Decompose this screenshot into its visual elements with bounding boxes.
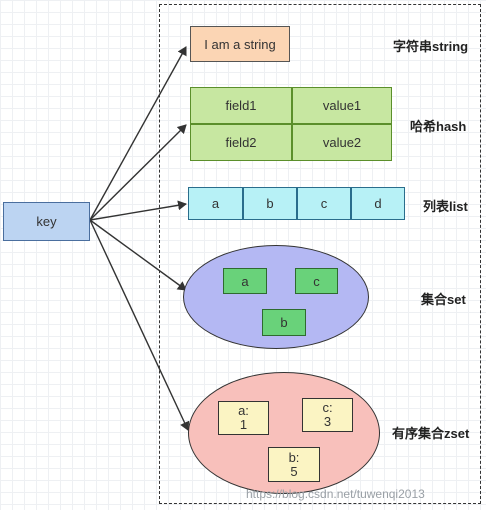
- hash-value-2-text: value2: [322, 135, 362, 150]
- hash-field-2-text: field2: [225, 135, 257, 150]
- hash-value-2: value2: [292, 124, 392, 161]
- key-box: key: [3, 202, 90, 241]
- zset-member-b-name: b:: [288, 449, 300, 465]
- hash-value-1: value1: [292, 87, 392, 124]
- zset-member-b: b: 5: [268, 447, 320, 482]
- string-type-label: 字符串string: [393, 39, 469, 54]
- list-item-b: b: [243, 187, 297, 220]
- set-member-a: a: [223, 268, 267, 294]
- key-label: key: [36, 214, 57, 229]
- hash-field-2: field2: [190, 124, 292, 161]
- set-type-label: 集合set: [421, 292, 466, 307]
- string-box: I am a string: [190, 26, 290, 62]
- string-value: I am a string: [204, 36, 276, 52]
- zset-member-a-name: a:: [238, 403, 249, 418]
- zset-type-label: 有序集合zset: [392, 426, 470, 441]
- list-item-c-text: c: [320, 196, 328, 211]
- hash-value-1-text: value1: [322, 98, 362, 113]
- zset-member-c-score: 3: [323, 414, 332, 429]
- arrow-to-string: [89, 46, 187, 221]
- hash-field-1-text: field1: [225, 98, 257, 113]
- list-item-d: d: [351, 187, 405, 220]
- watermark-text: https://blog.csdn.net/tuwenqi2013: [246, 487, 425, 501]
- arrow-to-hash: [89, 124, 187, 221]
- zset-member-c-name: c:: [322, 400, 333, 415]
- zset-member-c: c: 3: [302, 398, 353, 432]
- set-member-b: b: [262, 309, 306, 336]
- zset-member-a-score: 1: [239, 417, 248, 432]
- arrow-to-list: [89, 200, 187, 221]
- hash-field-1: field1: [190, 87, 292, 124]
- list-item-b-text: b: [266, 196, 274, 211]
- list-item-d-text: d: [374, 196, 382, 211]
- set-member-c: c: [295, 268, 338, 294]
- hash-type-label: 哈希hash: [410, 119, 467, 134]
- list-item-a: a: [188, 187, 243, 220]
- list-type-label: 列表list: [423, 199, 468, 214]
- arrow-to-zset: [89, 219, 190, 431]
- arrow-to-set: [89, 219, 187, 291]
- set-member-a-text: a: [241, 273, 249, 289]
- list-item-c: c: [297, 187, 351, 220]
- list-item-a-text: a: [211, 196, 220, 211]
- set-member-c-text: c: [313, 273, 320, 289]
- set-member-b-text: b: [280, 315, 288, 330]
- data-types-frame: [159, 4, 481, 504]
- zset-member-a: a: 1: [218, 401, 269, 435]
- zset-member-b-score: 5: [290, 463, 298, 479]
